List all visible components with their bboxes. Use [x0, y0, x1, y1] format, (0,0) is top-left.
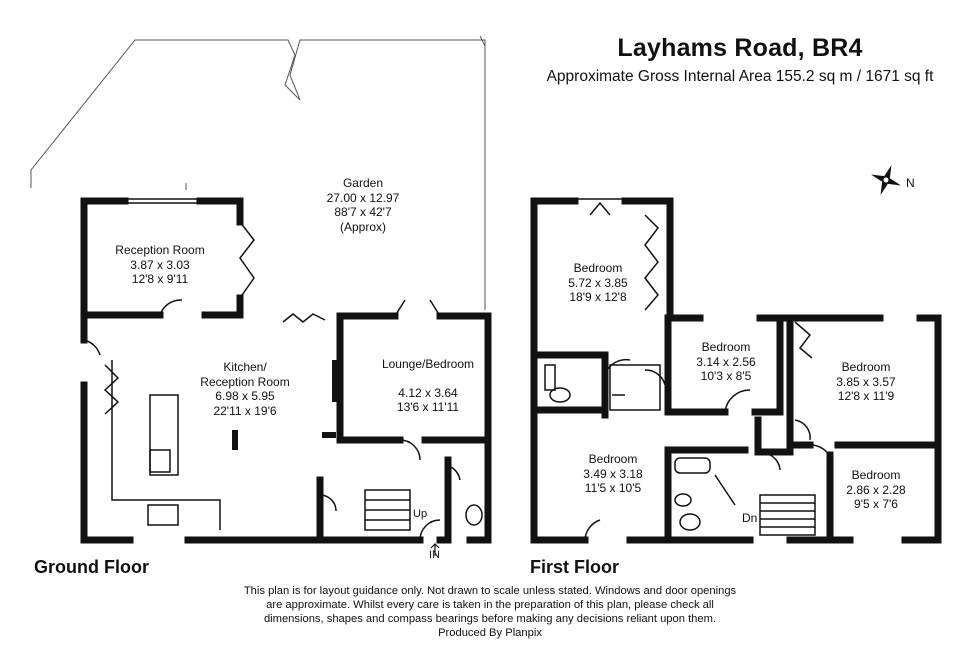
room-bedroom-1: Bedroom 5.72 x 3.85 18'9 x 12'8 [568, 261, 628, 304]
room-lounge-bedroom: Lounge/Bedroom 4.12 x 3.64 13'6 x 11'11 [381, 357, 475, 414]
room-bedroom-5: Bedroom 2.86 x 2.28 9'5 x 7'6 [846, 468, 906, 511]
entrance-label: IN [429, 549, 440, 561]
first-floor-walls [530, 197, 942, 544]
room-bedroom-4: Bedroom 3.49 x 3.18 11'5 x 10'5 [583, 452, 643, 495]
compass-rose-icon [870, 164, 902, 196]
room-bedroom-2: Bedroom 3.14 x 2.56 10'3 x 8'5 [696, 340, 756, 383]
disclaimer: This plan is for layout guidance only. N… [243, 585, 737, 639]
room-bedroom-3: Bedroom 3.85 x 3.57 12'8 x 11'9 [836, 360, 896, 403]
property-title: Layhams Road, BR4 [617, 34, 863, 62]
compass-north-label: N [906, 176, 915, 190]
stairs-down-label: Dn [742, 511, 758, 525]
room-garden: Garden 27.00 x 12.97 88'7 x 42'7 (Approx… [326, 176, 400, 234]
garden-outline [30, 35, 486, 310]
gross-internal-area: Approximate Gross Internal Area 155.2 sq… [546, 68, 934, 85]
room-kitchen-reception: Kitchen/ Reception Room 6.98 x 5.95 22'1… [200, 360, 290, 418]
entrance-arrow-icon [430, 543, 440, 556]
stairs-up-label: Up [413, 508, 428, 520]
ground-floor-label: Ground Floor [34, 557, 149, 577]
first-floor-label: First Floor [530, 557, 619, 577]
room-reception: Reception Room 3.87 x 3.03 12'8 x 9'11 [115, 243, 205, 286]
